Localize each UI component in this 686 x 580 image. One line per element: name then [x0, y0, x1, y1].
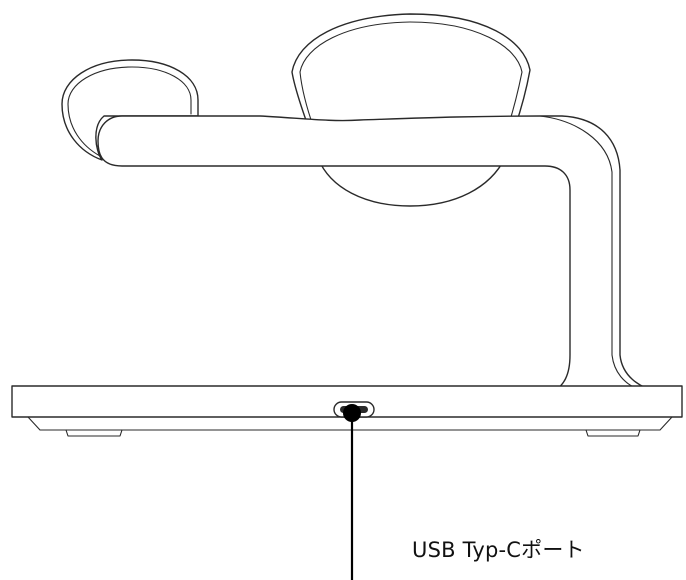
usb-port-label: USB Typ-Cポート — [412, 538, 585, 562]
stand-arm-icon — [97, 115, 661, 396]
small-pad-icon — [61, 59, 199, 161]
port-leader-line — [343, 404, 361, 580]
large-pad-icon — [291, 13, 531, 207]
